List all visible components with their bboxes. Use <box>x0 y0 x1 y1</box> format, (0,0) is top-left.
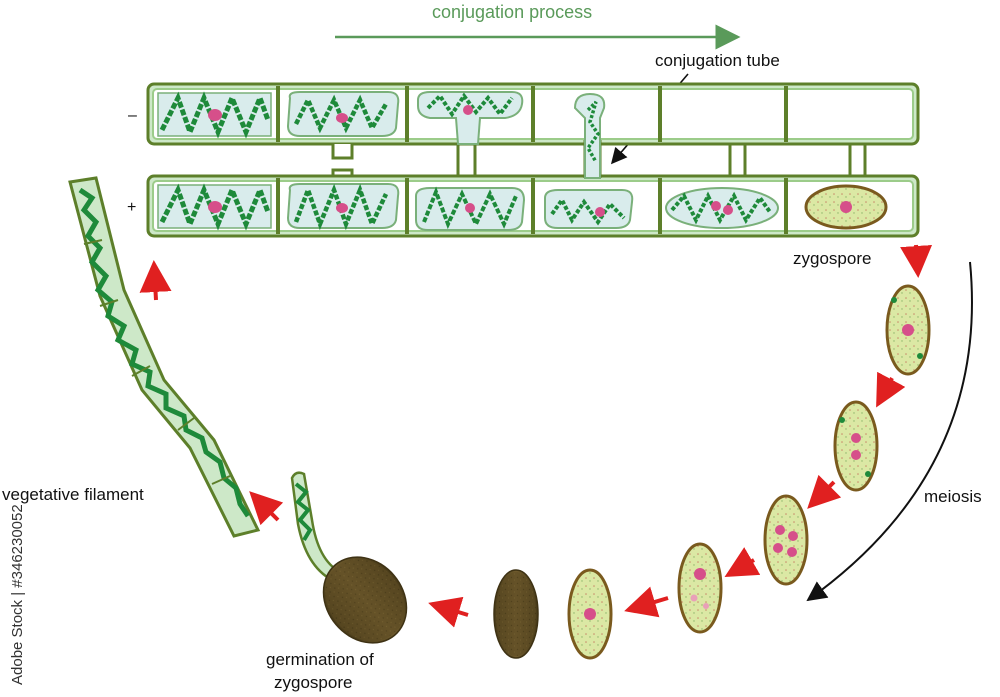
germinating-zygospore <box>290 471 408 644</box>
zygospore-stage-4 <box>677 542 723 634</box>
red-arrow-7 <box>249 491 284 526</box>
germination-label-line-2: zygospore <box>274 673 352 692</box>
vegetative-filament <box>68 176 261 538</box>
cell-2-top <box>286 91 400 137</box>
meiosis-label: meiosis <box>924 487 982 506</box>
cell-3-bottom <box>415 186 526 231</box>
cell-4-bottom <box>544 189 634 229</box>
minus-sign: – <box>128 107 137 124</box>
zygospore-stage-3 <box>763 494 809 586</box>
germination-label-line-1: germination of <box>266 650 374 669</box>
red-arrow-6 <box>428 596 469 628</box>
conjugation-tube-label: conjugation tube <box>655 51 780 70</box>
red-arrow-1 <box>900 244 933 278</box>
zygospore-stage-2 <box>833 400 879 492</box>
red-arrow-2 <box>876 371 906 408</box>
meiosis-arrow <box>806 261 973 602</box>
red-arrow-8 <box>139 260 172 301</box>
cell-3-top <box>417 91 524 145</box>
red-arrow-5 <box>624 586 669 618</box>
zygospore-stage-5 <box>567 568 613 660</box>
zygospore-label: zygospore <box>793 249 871 268</box>
cell-4-top <box>573 92 606 179</box>
watermark: Adobe Stock | #346230052 <box>9 504 26 685</box>
dormant-zygospore <box>493 569 539 659</box>
cell-1-top <box>157 91 272 140</box>
cell-1-bottom <box>157 183 272 232</box>
cell-5-bottom <box>665 187 779 229</box>
cell-6-zygospore <box>804 184 888 230</box>
vegetative-filament-label: vegetative filament <box>2 485 144 504</box>
title: conjugation process <box>432 2 592 22</box>
zygospore-stage-1 <box>885 284 931 376</box>
cell-2-bottom <box>286 183 400 231</box>
red-arrow-4 <box>724 547 761 577</box>
plus-sign: + <box>127 199 136 216</box>
red-arrow-3 <box>807 474 842 509</box>
